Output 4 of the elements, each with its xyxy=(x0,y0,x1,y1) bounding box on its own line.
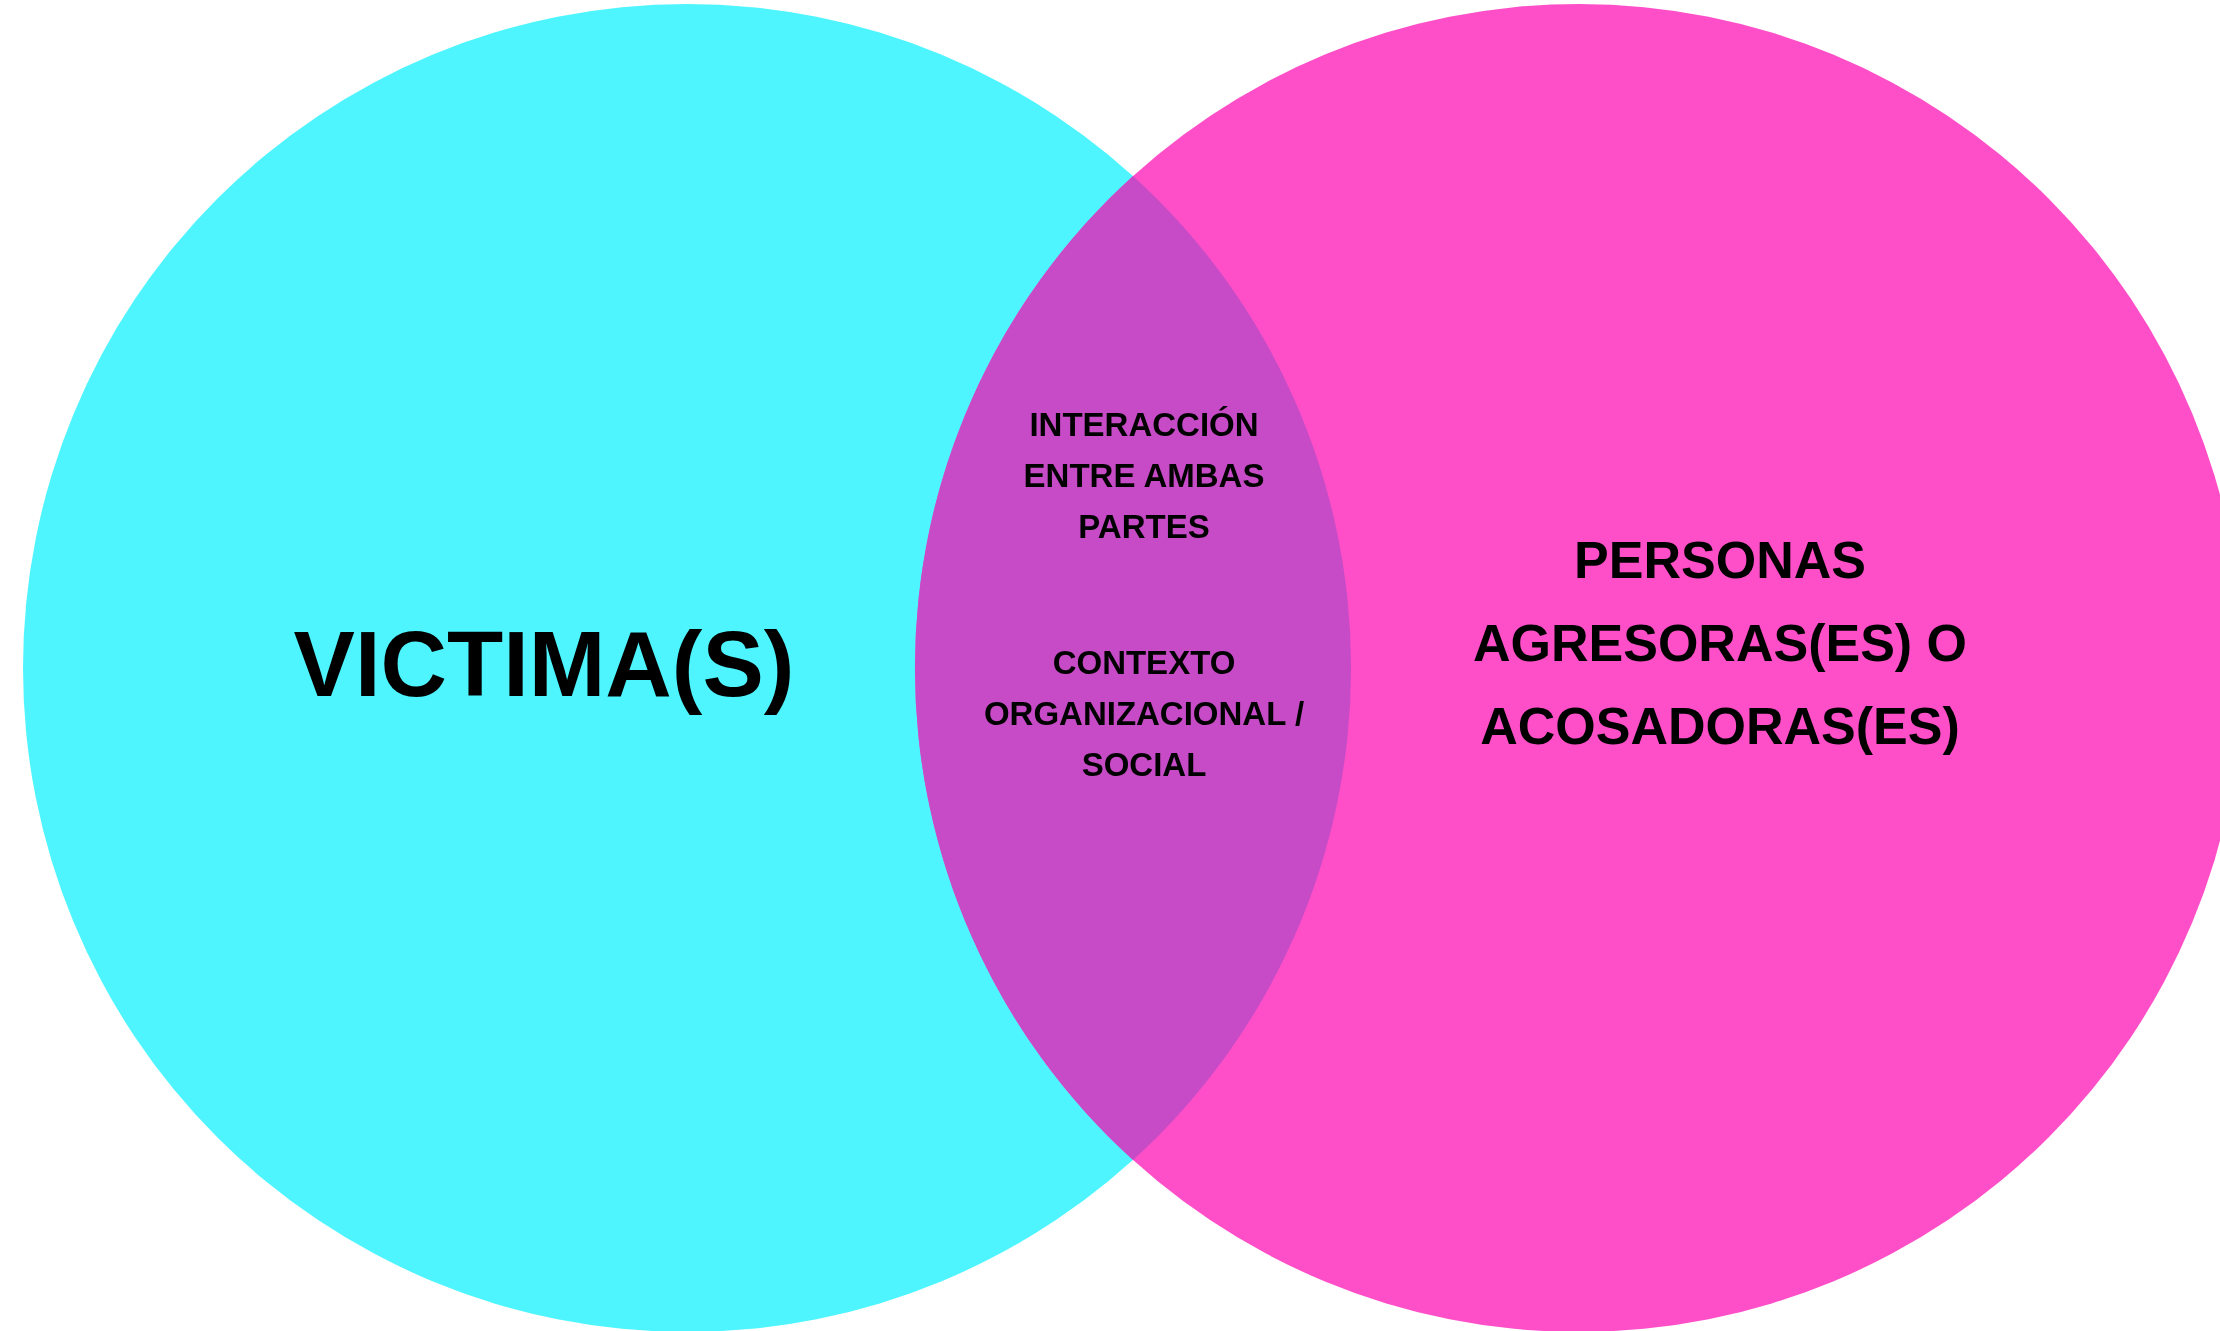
region-text: CONTEXTO ORGANIZACIONAL / SOCIAL xyxy=(982,643,1306,786)
region-title: VICTIMA(S) xyxy=(292,611,796,717)
region-text: INTERACCIÓN ENTRE AMBAS PARTES xyxy=(1022,405,1266,548)
region-title: PERSONAS AGRESORAS(ES) O ACOSADORAS(ES) xyxy=(1471,530,1969,758)
